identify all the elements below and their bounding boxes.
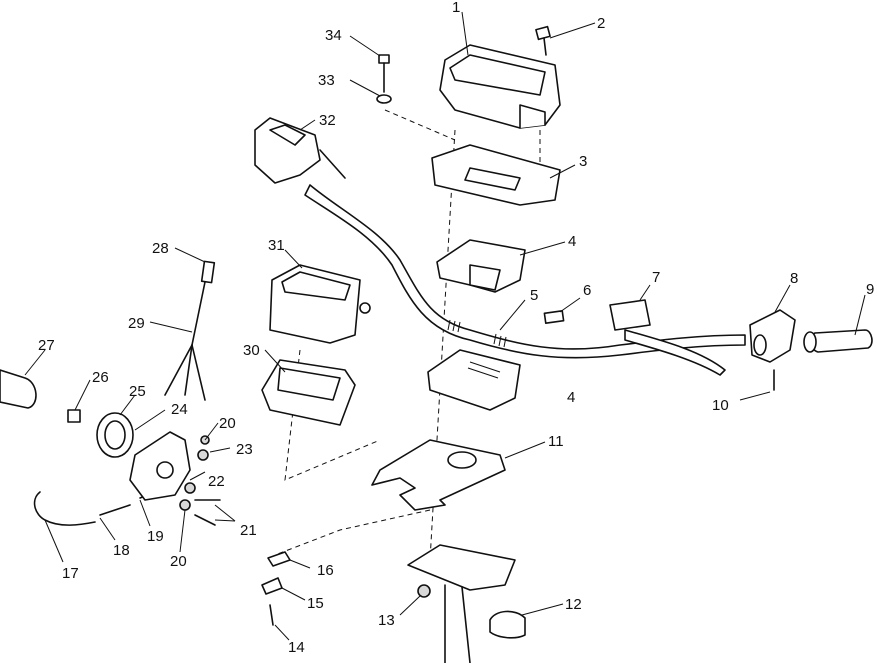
brake-lever bbox=[609, 299, 726, 376]
callout-13: 13 bbox=[378, 612, 395, 629]
fastener-15 bbox=[261, 577, 283, 595]
callout-34: 34 bbox=[325, 27, 342, 44]
callout-14: 14 bbox=[288, 639, 305, 656]
callout-9: 9 bbox=[866, 281, 874, 298]
callout-20-upper: 20 bbox=[219, 415, 236, 432]
throttle-housing bbox=[749, 309, 796, 363]
callout-7: 7 bbox=[652, 269, 660, 286]
callout-16: 16 bbox=[317, 562, 334, 579]
callout-23: 23 bbox=[236, 441, 253, 458]
callout-20-lower: 20 bbox=[170, 553, 187, 570]
leader-lines bbox=[24, 11, 866, 641]
callout-31: 31 bbox=[268, 237, 285, 254]
callout-19: 19 bbox=[147, 528, 164, 545]
callout-25: 25 bbox=[129, 383, 146, 400]
switch-housing bbox=[129, 431, 191, 501]
fastener-14 bbox=[269, 604, 274, 626]
handlebar-pad bbox=[439, 44, 561, 129]
callout-4-lower: 4 bbox=[567, 389, 575, 406]
control-housing bbox=[254, 117, 346, 184]
nut-13 bbox=[417, 584, 431, 598]
instrument-tray bbox=[261, 359, 356, 426]
steering-post bbox=[407, 544, 516, 663]
throttle-cable bbox=[33, 491, 96, 526]
fastener-16 bbox=[267, 551, 291, 567]
callout-26: 26 bbox=[92, 369, 109, 386]
spacer-6 bbox=[543, 309, 565, 325]
switch-ring bbox=[96, 412, 134, 458]
callout-6: 6 bbox=[583, 282, 591, 299]
callout-17: 17 bbox=[62, 565, 79, 582]
callout-18: 18 bbox=[113, 542, 130, 559]
steering-clamp bbox=[489, 610, 526, 639]
callout-22: 22 bbox=[208, 473, 225, 490]
screws-21 bbox=[194, 499, 221, 526]
washer-33 bbox=[376, 94, 392, 104]
instrument-housing bbox=[269, 264, 371, 344]
callout-24: 24 bbox=[171, 401, 188, 418]
handlebar bbox=[304, 184, 746, 359]
callout-4-upper: 4 bbox=[568, 233, 576, 250]
callout-15: 15 bbox=[307, 595, 324, 612]
callout-33: 33 bbox=[318, 72, 335, 89]
fitting-26 bbox=[67, 409, 81, 423]
mount-bracket bbox=[371, 439, 506, 511]
callout-2: 2 bbox=[597, 15, 605, 32]
callout-29: 29 bbox=[128, 315, 145, 332]
upper-clamp-top bbox=[436, 239, 526, 293]
callout-5: 5 bbox=[530, 287, 538, 304]
cap-27 bbox=[0, 369, 37, 409]
screw-18 bbox=[99, 504, 131, 516]
wire-harness bbox=[164, 260, 216, 401]
cover-plate bbox=[431, 144, 561, 206]
pad-screw bbox=[535, 25, 551, 56]
bolt-34 bbox=[378, 54, 390, 93]
callout-30: 30 bbox=[243, 342, 260, 359]
callout-10: 10 bbox=[712, 397, 729, 414]
callout-11: 11 bbox=[548, 433, 564, 450]
nuts-20 bbox=[179, 435, 210, 511]
callout-32: 32 bbox=[319, 112, 336, 129]
callout-28: 28 bbox=[152, 240, 169, 257]
callout-3: 3 bbox=[579, 153, 587, 170]
lower-clamp bbox=[427, 349, 521, 411]
callout-8: 8 bbox=[790, 270, 798, 287]
callout-1: 1 bbox=[452, 0, 460, 16]
callout-21: 21 bbox=[240, 522, 257, 539]
callout-12: 12 bbox=[565, 596, 582, 613]
hand-grip bbox=[803, 329, 873, 353]
callout-27: 27 bbox=[38, 337, 55, 354]
callout-labels: 1 2 3 4 4 5 6 7 8 9 10 11 12 13 14 15 16… bbox=[38, 0, 874, 656]
